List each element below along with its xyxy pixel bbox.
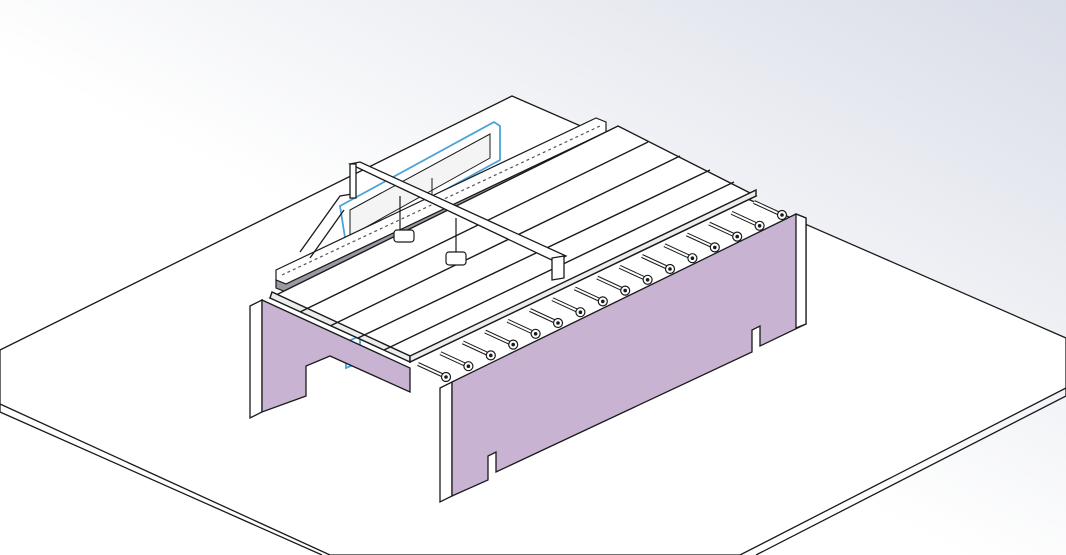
conveyor-roller[interactable] (596, 275, 631, 296)
tool-head-left[interactable] (393, 196, 415, 243)
conveyor-roller[interactable] (685, 232, 720, 253)
gantry-bridge[interactable] (347, 161, 568, 281)
conveyor-roller[interactable] (573, 286, 608, 307)
left-support-frame[interactable] (249, 298, 411, 420)
conveyor-roller[interactable] (708, 221, 743, 242)
conveyor-roller[interactable] (730, 210, 765, 231)
conveyor-roller[interactable] (484, 329, 519, 350)
support-arms (299, 193, 353, 259)
conveyor-roller[interactable] (663, 243, 698, 264)
conveyor-roller[interactable] (417, 362, 452, 383)
conveyor-roller[interactable] (439, 351, 474, 372)
conveyor-roller[interactable] (506, 318, 541, 339)
conveyor-roller[interactable] (461, 340, 496, 361)
conveyor-roller[interactable] (529, 308, 564, 329)
conveyor-roller[interactable] (618, 264, 653, 285)
conveyor-roller[interactable] (551, 297, 586, 318)
right-support-frame[interactable] (439, 213, 807, 504)
tool-head-center[interactable] (445, 218, 467, 266)
conveyor-roller[interactable] (641, 254, 676, 275)
conveyor-roller[interactable] (753, 200, 788, 221)
panel-stack[interactable] (268, 125, 758, 364)
roller-conveyor[interactable] (417, 200, 788, 383)
